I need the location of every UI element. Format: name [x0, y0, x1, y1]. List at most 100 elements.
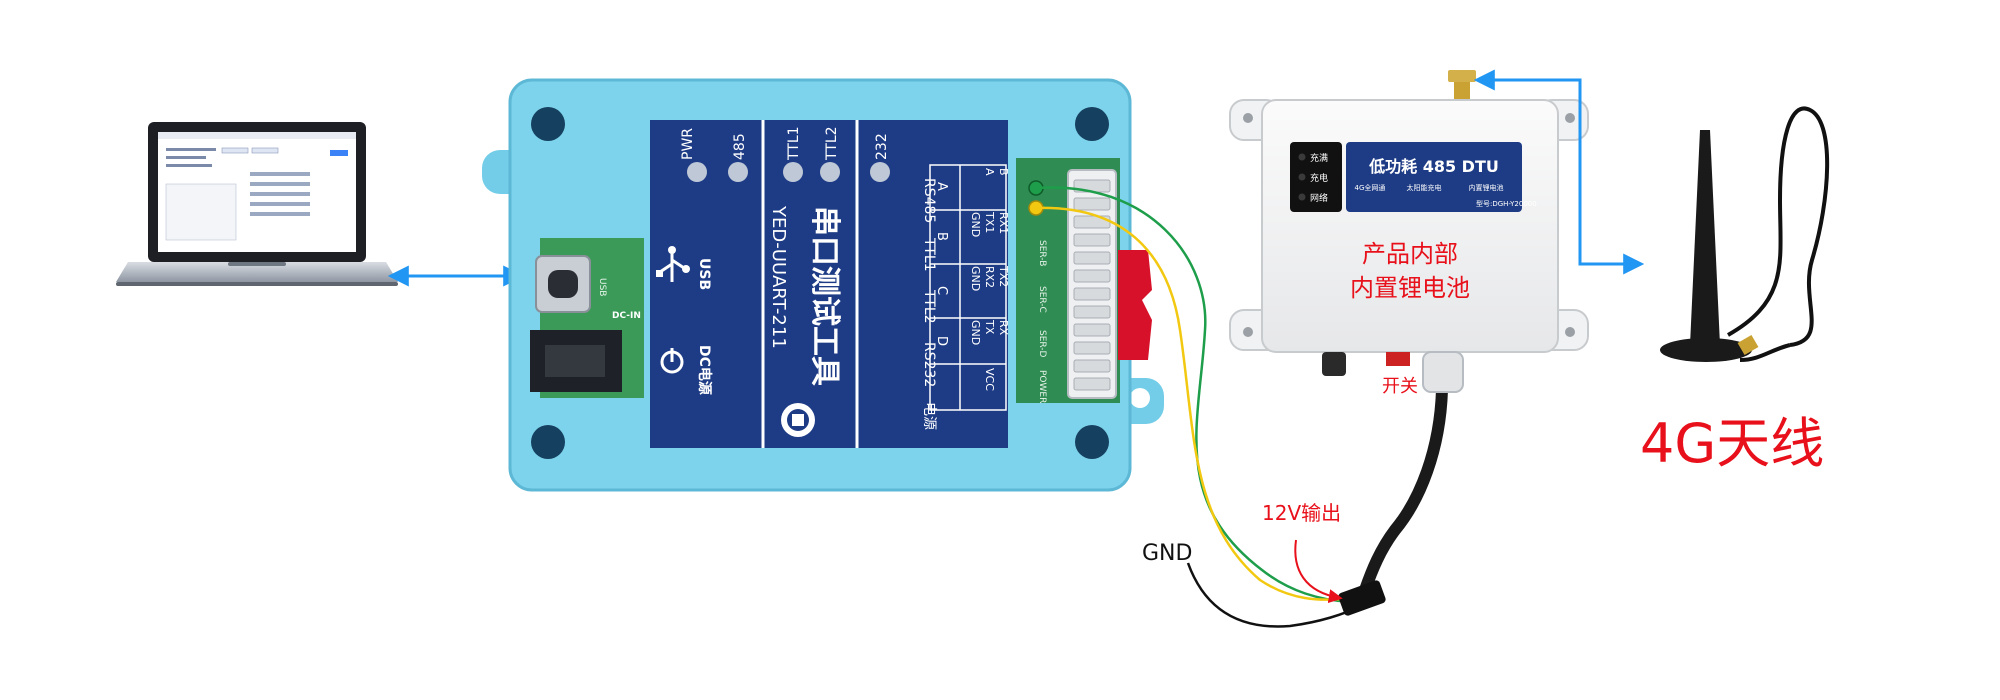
power-icon	[660, 348, 684, 374]
pin-label: RX	[997, 320, 1010, 336]
software-window-icon	[158, 132, 356, 241]
pin-label: TX2	[997, 265, 1010, 287]
battery-note-line2: 内置锂电池	[1350, 274, 1470, 302]
antenna-connection-arrow	[1473, 69, 1645, 275]
terminal-screw	[1073, 269, 1111, 283]
pin-table: A B C D B A RX1 TX1 GND TX2 RX2 GND RX T…	[929, 164, 1010, 411]
antenna-cable	[1727, 106, 1830, 347]
status-leds: PWR 485 TTL1 TTL2 232	[680, 126, 890, 182]
usb-port-label: USB	[597, 278, 607, 296]
led-485	[728, 162, 748, 182]
indicator-label: 充电	[1310, 172, 1328, 184]
antenna-sma-connector	[1737, 334, 1759, 356]
gnd-label: GND	[1142, 541, 1192, 566]
mount-hole	[1075, 107, 1109, 141]
interface-letter: C	[934, 286, 949, 295]
interface-letter: B	[934, 232, 949, 241]
tool-title: 串口测试工具	[807, 206, 842, 386]
dtu-feature: 太阳能充电	[1407, 183, 1442, 192]
mount-hole	[1075, 425, 1109, 459]
terminal-screw	[1073, 377, 1111, 391]
red-connector	[1118, 250, 1152, 360]
dtu-cable	[1359, 384, 1448, 596]
side-label: SER-B	[1037, 240, 1047, 266]
terminal-pins	[1073, 179, 1111, 391]
dtu-enclosure	[1261, 99, 1559, 353]
dc-power-label: DC电源	[696, 345, 713, 395]
led-label: 485	[732, 133, 748, 160]
antenna-magnet-base	[1660, 338, 1752, 362]
interface-label: TTL2	[921, 289, 937, 324]
antenna-connector	[1454, 80, 1470, 102]
dtu-bottom-port	[1322, 352, 1346, 376]
pin-label: TX1	[983, 211, 996, 233]
indicator-label: 充满	[1310, 152, 1328, 164]
led-label: PWR	[680, 128, 696, 160]
switch-label: 开关	[1382, 376, 1418, 397]
power-switch	[1386, 352, 1410, 366]
antenna-label: 4G天线	[1640, 412, 1824, 475]
dtu-feature: 4G全网通	[1355, 183, 1386, 192]
led-label: TTL2	[824, 126, 840, 161]
terminal-screw	[1073, 287, 1111, 301]
antenna-whip	[1690, 130, 1720, 345]
led-pwr	[687, 162, 707, 182]
tool-model: YED-UUART-211	[768, 205, 789, 349]
cable-connector	[1338, 580, 1386, 616]
output-12v-arrow	[1294, 539, 1343, 604]
pin-label: GND	[969, 266, 982, 291]
pin-label: RX1	[997, 212, 1010, 234]
mount-hole	[531, 107, 565, 141]
battery-note-line1: 产品内部	[1362, 240, 1458, 268]
pin-label: RX2	[983, 266, 996, 288]
pin-label: GND	[969, 320, 982, 345]
side-label: SER-D	[1037, 330, 1047, 358]
pin-label: GND	[969, 212, 982, 237]
interface-letter: A	[934, 182, 949, 191]
dtu-model: 型号:DGH-Y20000	[1476, 199, 1537, 208]
mount-hole	[531, 425, 565, 459]
wires	[1035, 186, 1448, 628]
side-label: POWER	[1037, 370, 1047, 403]
pin-label: VCC	[983, 368, 996, 391]
brand-logo-icon	[781, 403, 815, 437]
terminal-screw	[1073, 305, 1111, 319]
side-label: SER-C	[1037, 286, 1047, 313]
terminal-screw	[1073, 341, 1111, 355]
interface-label: TTL1	[921, 237, 937, 272]
led-ttl1	[783, 162, 803, 182]
led-label: TTL1	[786, 126, 802, 161]
dtu-device: 充满 充电 网络 低功耗 485 DTU 4G全网通 太阳能充电 内置锂电池 型…	[1229, 70, 1589, 397]
usb-label: USB	[696, 258, 712, 290]
laptop	[116, 122, 398, 286]
output-12v-label: 12V输出	[1262, 501, 1341, 525]
usb-test-tool: USB DC-IN PWR 485 TTL1 TTL2 232	[482, 78, 1164, 492]
interface-letter: D	[934, 336, 949, 346]
terminal-screw	[1073, 323, 1111, 337]
terminal-screw	[1073, 197, 1111, 211]
dtu-feature: 内置锂电池	[1469, 183, 1504, 192]
pin-label: A	[983, 168, 996, 176]
pin-label: TX	[983, 319, 996, 335]
dtu-title: 低功耗 485 DTU	[1368, 157, 1499, 176]
laptop-keyboard-base	[116, 262, 398, 282]
dc-port-label: DC-IN	[612, 311, 641, 321]
pin-label: B	[997, 168, 1010, 176]
terminal-screw	[1073, 359, 1111, 373]
yellow-wire	[1035, 206, 1351, 601]
black-wire	[1186, 562, 1361, 628]
antenna	[1660, 106, 1830, 362]
green-wire	[1035, 186, 1351, 604]
terminal-screw	[1073, 251, 1111, 265]
cable-gland	[1422, 351, 1464, 393]
led-ttl2	[820, 162, 840, 182]
terminal-screw	[1073, 233, 1111, 247]
led-232	[870, 162, 890, 182]
indicator-label: 网络	[1310, 192, 1328, 204]
usb-icon	[656, 246, 690, 282]
interface-label: 电源	[921, 402, 937, 430]
interface-label: RS232	[921, 342, 937, 387]
led-label: 232	[874, 133, 890, 160]
interface-label: RS485	[921, 178, 937, 223]
